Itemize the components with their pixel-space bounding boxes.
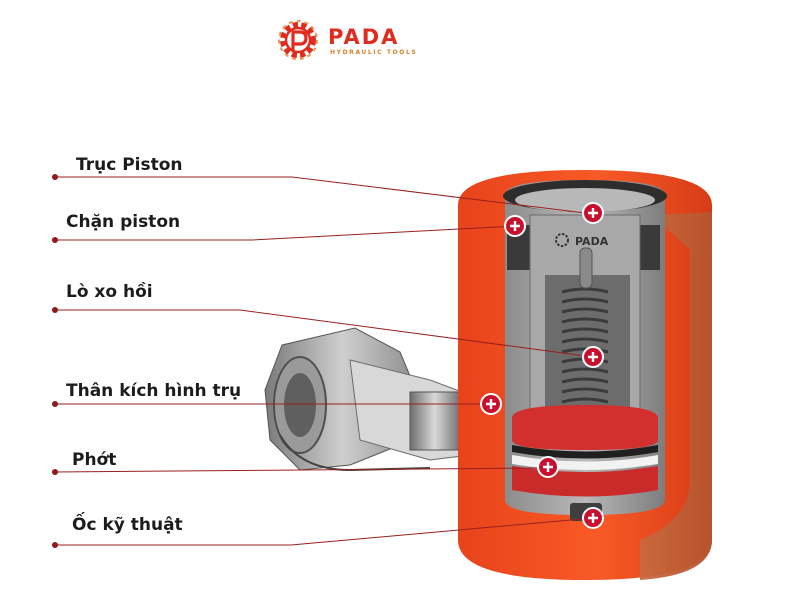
inner-pada-logo: PADA: [555, 233, 609, 248]
plus-marker-icon[interactable]: [504, 215, 526, 237]
plus-markers: [480, 202, 604, 529]
label-technical-nut: Ốc kỹ thuật: [72, 515, 183, 535]
brand-name: PADA: [328, 25, 400, 49]
leader-line: [55, 225, 516, 241]
plus-marker-icon[interactable]: [582, 346, 604, 368]
plus-marker-icon[interactable]: [480, 393, 502, 415]
brand-tagline: HYDRAULIC TOOLS: [330, 49, 418, 56]
label-cylinder-body: Thân kích hình trụ: [66, 381, 242, 401]
plus-marker-icon[interactable]: [537, 456, 559, 478]
label-piston-stop: Chặn piston: [66, 212, 181, 232]
hose-coupler: [264, 327, 471, 472]
leader-dot: [52, 307, 58, 313]
leader-dot: [52, 469, 58, 475]
gear-p-logo-icon: [278, 20, 318, 60]
label-piston-rod: Trục Piston: [76, 155, 183, 175]
leader-line: [55, 309, 594, 358]
cylinder-body: [458, 170, 712, 580]
label-return-spring: Lò xo hồi: [66, 282, 153, 302]
leader-dots: [52, 174, 58, 548]
leader-dot: [52, 542, 58, 548]
leader-line: [54, 467, 546, 473]
leader-line: [55, 176, 586, 214]
plus-marker-icon[interactable]: [582, 202, 604, 224]
plus-marker-icon[interactable]: [582, 507, 604, 529]
label-seal: Phớt: [72, 450, 117, 470]
leader-lines: [54, 176, 594, 546]
leader-line: [55, 517, 594, 546]
pada-logo: PADA HYDRAULIC TOOLS: [272, 15, 442, 65]
leader-dot: [52, 174, 58, 180]
leader-dot: [52, 237, 58, 243]
return-spring: [561, 287, 609, 404]
inner-logo-text: PADA: [575, 235, 609, 248]
leader-dot: [52, 401, 58, 407]
